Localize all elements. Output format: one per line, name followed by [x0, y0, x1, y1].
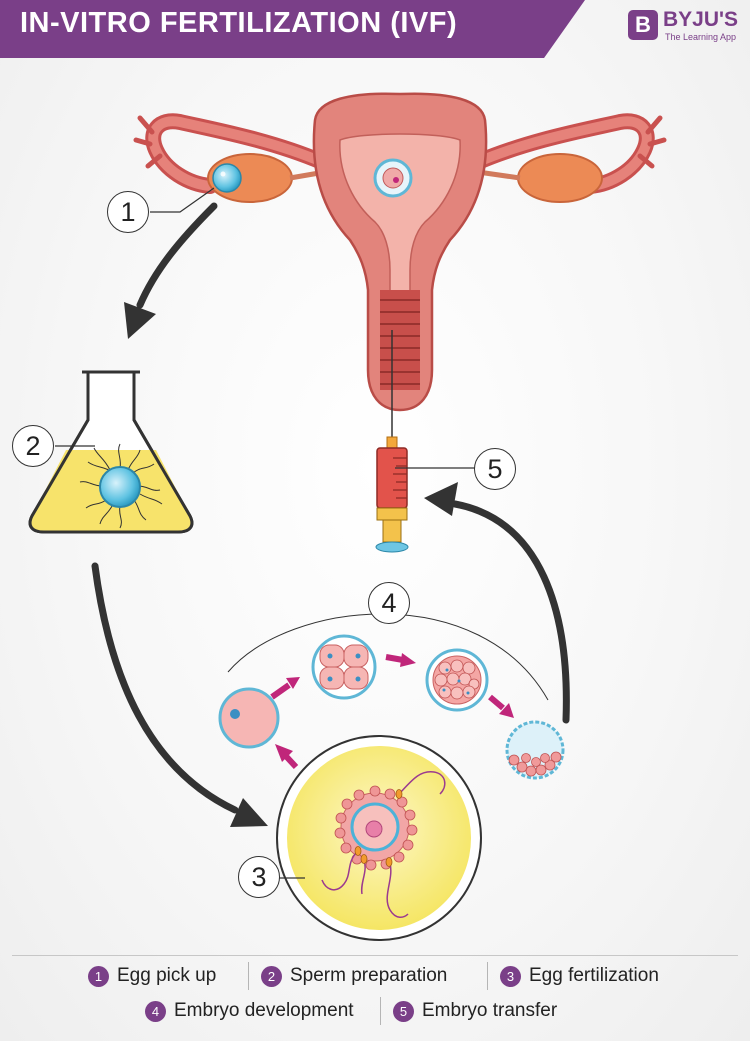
retrieved-egg [212, 163, 242, 193]
page-title: IN-VITRO FERTILIZATION (IVF) [20, 7, 458, 39]
right-ovary [517, 153, 603, 203]
title-banner [0, 0, 585, 58]
arrow-morula-to-blastocyst [488, 694, 514, 718]
legend-number: 2 [261, 965, 282, 987]
legend-divider [12, 955, 738, 956]
callout-1: 1 [107, 191, 149, 233]
legend-number: 4 [145, 1000, 166, 1022]
legend-label: Embryo development [174, 1000, 354, 1021]
arrowhead-1 [124, 302, 156, 339]
legend-separator [380, 997, 381, 1025]
legend-item-sperm-preparation: 2 Sperm preparation [261, 963, 447, 989]
legend-number: 3 [500, 965, 521, 987]
uterine-cavity [339, 133, 461, 331]
arrow-heads [124, 302, 458, 827]
four-cell-stage [311, 634, 377, 700]
fertilization-dish [276, 735, 482, 941]
legend-item-egg-pick-up: 1 Egg pick up [88, 963, 216, 989]
arrowhead-2 [230, 798, 268, 827]
arrowhead-3 [424, 482, 458, 516]
legend-label: Sperm preparation [290, 965, 448, 986]
morula-stage [425, 648, 489, 712]
culture-flask [28, 370, 194, 534]
process-arrows [91, 202, 570, 814]
egg-corona [334, 785, 418, 871]
leader-1 [150, 187, 215, 213]
legend-label: Egg fertilization [529, 965, 659, 986]
blastocyst-stage [505, 720, 565, 780]
brand-name: BYJU'S [663, 8, 739, 31]
legend-item-embryo-transfer: 5 Embryo transfer [393, 998, 557, 1024]
callout-3: 3 [238, 856, 280, 898]
arrow-flask-to-dish [91, 562, 239, 814]
callout-5: 5 [474, 448, 516, 490]
legend-separator [487, 962, 488, 990]
legend-separator [248, 962, 249, 990]
callout-4: 4 [368, 582, 410, 624]
legend-number: 5 [393, 1000, 414, 1022]
syringe [375, 436, 409, 553]
arrow-ovary-to-flask [136, 202, 218, 309]
arrow-fourcell-to-morula [385, 653, 416, 667]
legend-item-embryo-development: 4 Embryo development [145, 998, 354, 1024]
arrow-zygote-to-fourcell [270, 677, 300, 700]
legend-item-egg-fertilization: 3 Egg fertilization [500, 963, 659, 989]
cervical-canal [380, 290, 420, 390]
legend-number: 1 [88, 965, 109, 987]
arrow-zygote-to-twocell [275, 744, 299, 770]
callout-2: 2 [12, 425, 54, 467]
legend-label: Embryo transfer [422, 1000, 558, 1021]
zygote-stage [218, 687, 280, 749]
legend-label: Egg pick up [117, 965, 217, 986]
stage-arrows [270, 653, 514, 770]
logo-mark: B [628, 10, 658, 40]
brand-logo: B BYJU'S The Learning App [628, 8, 746, 48]
uterus [133, 92, 667, 412]
brand-tagline: The Learning App [665, 32, 737, 42]
arrow-blastocyst-to-syringe [451, 500, 570, 724]
